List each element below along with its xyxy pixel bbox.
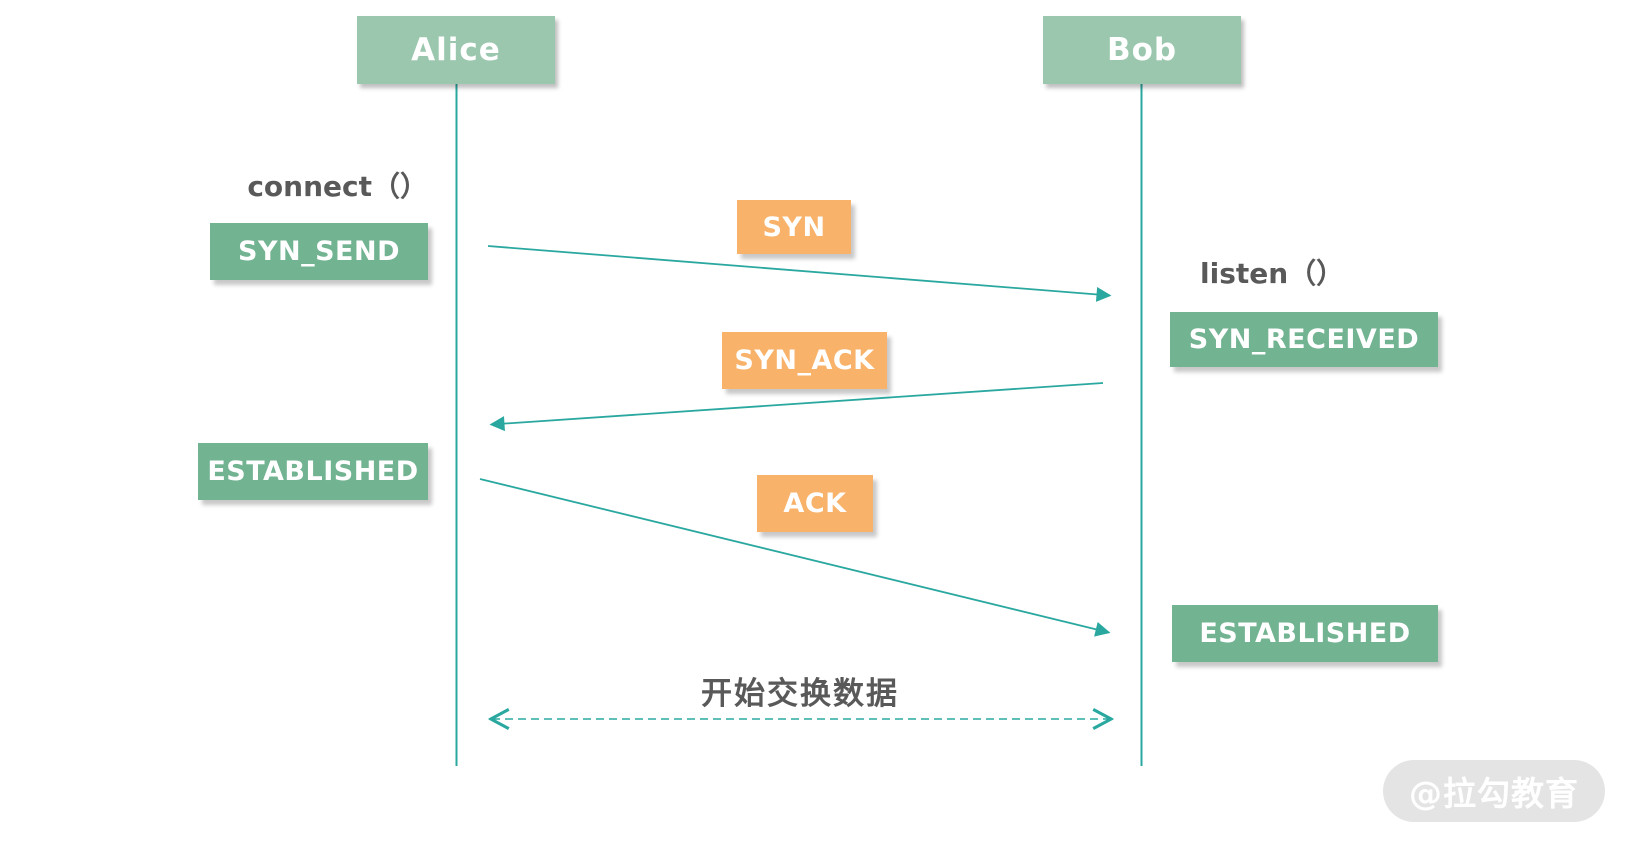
syn-ack-arrow [489,382,1104,432]
watermark-label: @拉勾教育 [1409,774,1579,813]
message-box-syn-ack: SYN_ACK [722,332,887,389]
state-label-established-bob: ESTABLISHED [1199,618,1411,649]
message-label-syn: SYN [762,211,826,243]
actor-label-alice: Alice [411,32,501,68]
syn-arrow [487,245,1112,302]
ack-arrow [479,478,1111,637]
state-label-established-alice: ESTABLISHED [207,456,419,487]
message-box-ack: ACK [757,475,873,532]
state-box-established-bob: ESTABLISHED [1172,605,1438,662]
actor-label-bob: Bob [1106,32,1178,68]
state-box-syn-send: SYN_SEND [210,223,428,280]
actor-box-bob: Bob [1043,16,1241,84]
message-label-ack: ACK [783,488,847,519]
message-box-syn: SYN [737,200,851,254]
state-box-established-alice: ESTABLISHED [198,443,428,500]
state-label-syn-received: SYN_RECEIVED [1188,324,1420,355]
message-label-syn-ack: SYN_ACK [734,345,875,376]
connect-call-label: connect（） [247,170,428,203]
listen-call-label: listen（） [1200,257,1345,290]
state-box-syn-received: SYN_RECEIVED [1170,312,1438,367]
state-label-syn-send: SYN_SEND [238,236,400,267]
watermark-badge: @拉勾教育 [1383,760,1605,822]
actor-box-alice: Alice [357,16,555,84]
data-exchange-label: 开始交换数据 [701,676,899,712]
